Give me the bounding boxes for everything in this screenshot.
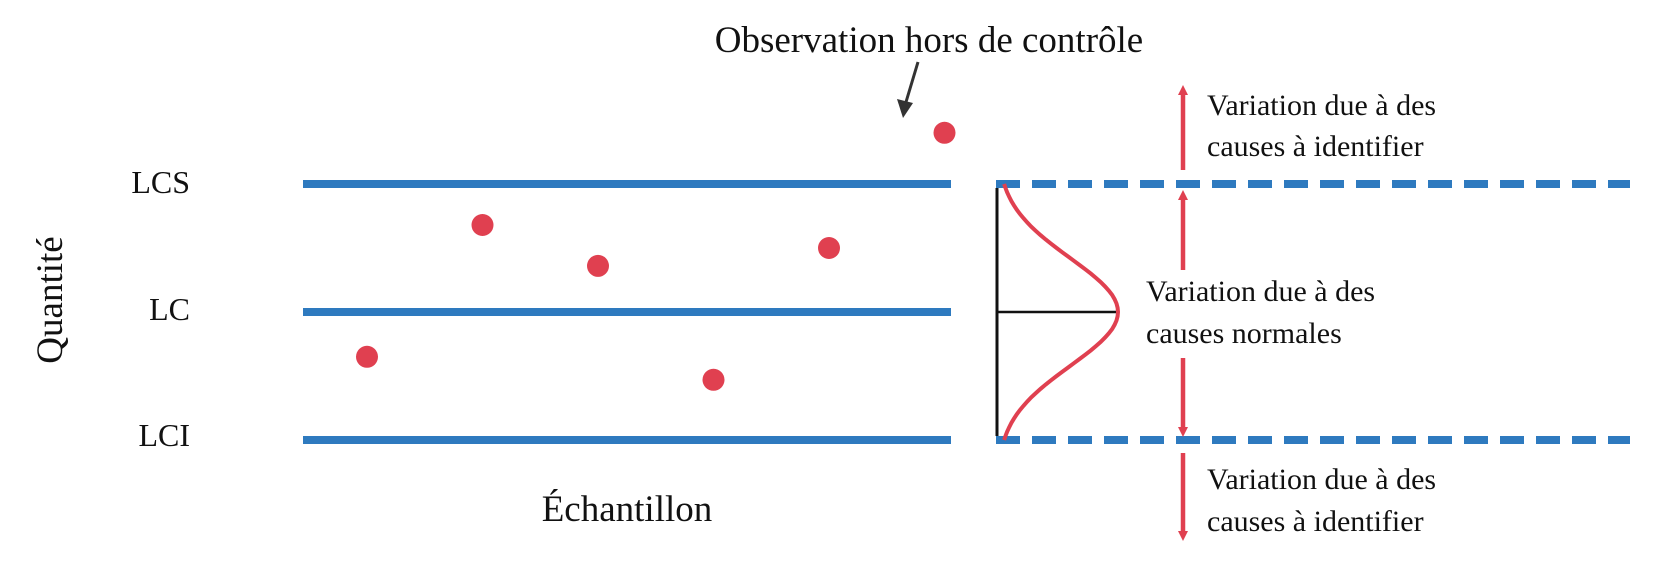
lcl-label: LCI <box>138 417 190 453</box>
sample-point <box>702 368 725 391</box>
ucl-label: LCS <box>131 164 190 200</box>
upper-special-text-line2: causes à identifier <box>1207 130 1424 163</box>
sample-point <box>356 345 378 368</box>
lower-special-text-line2: causes à identifier <box>1207 505 1424 538</box>
out-of-control-arrow-shaft <box>904 61 920 103</box>
sample-points <box>356 121 956 391</box>
sample-point <box>471 214 494 236</box>
y-axis-label: Quantité <box>30 236 71 363</box>
out-of-control-label: Observation hors de contrôle <box>715 20 1143 61</box>
normal-distribution-curve <box>1002 183 1121 441</box>
upper-special-text-line1: Variation due à des <box>1207 89 1436 122</box>
out-of-control-point <box>933 121 956 144</box>
normal-text-line1: Variation due à des <box>1146 275 1375 308</box>
normal-text-line2: causes normales <box>1146 317 1342 350</box>
sample-point <box>587 254 609 277</box>
x-axis-label: Échantillon <box>542 488 713 530</box>
out-of-control-arrow-head <box>897 99 913 118</box>
cl-label: LC <box>149 291 190 327</box>
sample-point <box>818 237 840 259</box>
lower-special-text-line1: Variation due à des <box>1207 463 1436 496</box>
